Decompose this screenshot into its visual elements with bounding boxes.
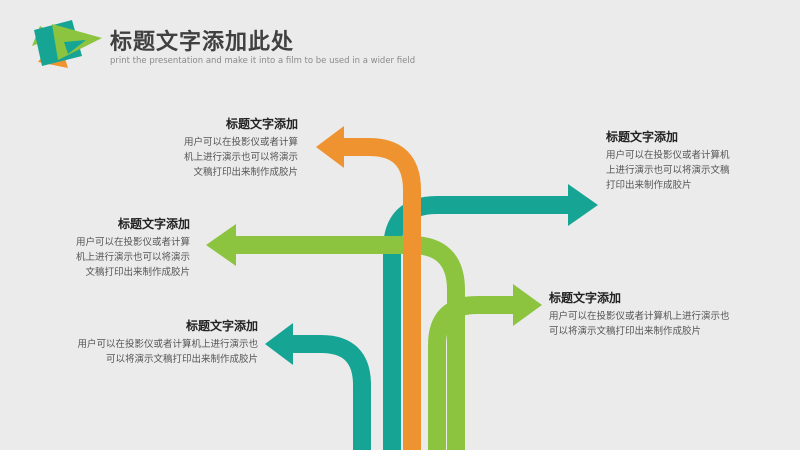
block-body: 用户可以在投影仪或者计算机上进行演示也 可以将演示文稿打印出来制作成胶片 bbox=[40, 337, 258, 367]
block-body: 用户可以在投影仪或者计算机上进行演示也 可以将演示文稿打印出来制作成胶片 bbox=[549, 309, 781, 339]
block-line: 上进行演示也可以将演示文稿 bbox=[606, 165, 730, 176]
block-line: 机上进行演示也可以将演示 bbox=[183, 152, 298, 163]
green-arrow-mid-right-path bbox=[428, 296, 513, 450]
block-title: 标题文字添加 bbox=[549, 291, 622, 305]
block-title: 标题文字添加 bbox=[225, 117, 298, 131]
block-line: 可以将演示文稿打印出来制作成胶片 bbox=[549, 326, 702, 337]
text-block-mid-right: 标题文字添加 用户可以在投影仪或者计算机上进行演示也 可以将演示文稿打印出来制作… bbox=[549, 290, 781, 339]
orange-arrow-top-left-path bbox=[344, 138, 421, 450]
page-title: 标题文字添加此处 bbox=[110, 30, 295, 55]
block-body: 用户可以在投影仪或者计算机 上进行演示也可以将演示文稿 打印出来制作成胶片 bbox=[606, 148, 766, 193]
block-body: 用户可以在投影仪或者计算 机上进行演示也可以将演示 文稿打印出来制作成胶片 bbox=[44, 235, 190, 280]
block-line: 可以将演示文稿打印出来制作成胶片 bbox=[105, 354, 258, 365]
block-title: 标题文字添加 bbox=[185, 319, 258, 333]
teal-arrowhead-left-short bbox=[265, 323, 293, 365]
block-line: 打印出来制作成胶片 bbox=[606, 180, 692, 191]
block-body: 用户可以在投影仪或者计算 机上进行演示也可以将演示 文稿打印出来制作成胶片 bbox=[150, 135, 298, 180]
block-title: 标题文字添加 bbox=[117, 217, 190, 231]
block-title: 标题文字添加 bbox=[606, 130, 679, 144]
block-line: 用户可以在投影仪或者计算机上进行演示也 bbox=[549, 311, 730, 322]
block-line: 用户可以在投影仪或者计算 bbox=[183, 137, 298, 148]
orange-arrowhead-left bbox=[316, 126, 344, 168]
triangle-logo-icon bbox=[32, 20, 102, 68]
green-arrowhead-right bbox=[513, 284, 542, 326]
page-subtitle: print the presentation and make it into … bbox=[110, 56, 416, 66]
green-arrowhead-left-long bbox=[206, 224, 236, 266]
teal-arrowhead-right bbox=[568, 184, 598, 226]
text-block-top-right: 标题文字添加 用户可以在投影仪或者计算机 上进行演示也可以将演示文稿 打印出来制… bbox=[606, 129, 766, 193]
block-line: 文稿打印出来制作成胶片 bbox=[85, 267, 190, 278]
block-line: 用户可以在投影仪或者计算机上进行演示也 bbox=[77, 339, 258, 350]
text-block-bottom-left: 标题文字添加 用户可以在投影仪或者计算机上进行演示也 可以将演示文稿打印出来制作… bbox=[40, 318, 258, 367]
teal-arrow-bottom-left-path bbox=[293, 335, 371, 450]
block-line: 用户可以在投影仪或者计算机 bbox=[606, 150, 730, 161]
block-line: 用户可以在投影仪或者计算 bbox=[75, 237, 190, 248]
text-block-top-left: 标题文字添加 用户可以在投影仪或者计算 机上进行演示也可以将演示 文稿打印出来制… bbox=[150, 116, 298, 180]
block-line: 文稿打印出来制作成胶片 bbox=[193, 167, 298, 178]
text-block-mid-left: 标题文字添加 用户可以在投影仪或者计算 机上进行演示也可以将演示 文稿打印出来制… bbox=[44, 216, 190, 280]
block-line: 机上进行演示也可以将演示 bbox=[75, 252, 190, 263]
